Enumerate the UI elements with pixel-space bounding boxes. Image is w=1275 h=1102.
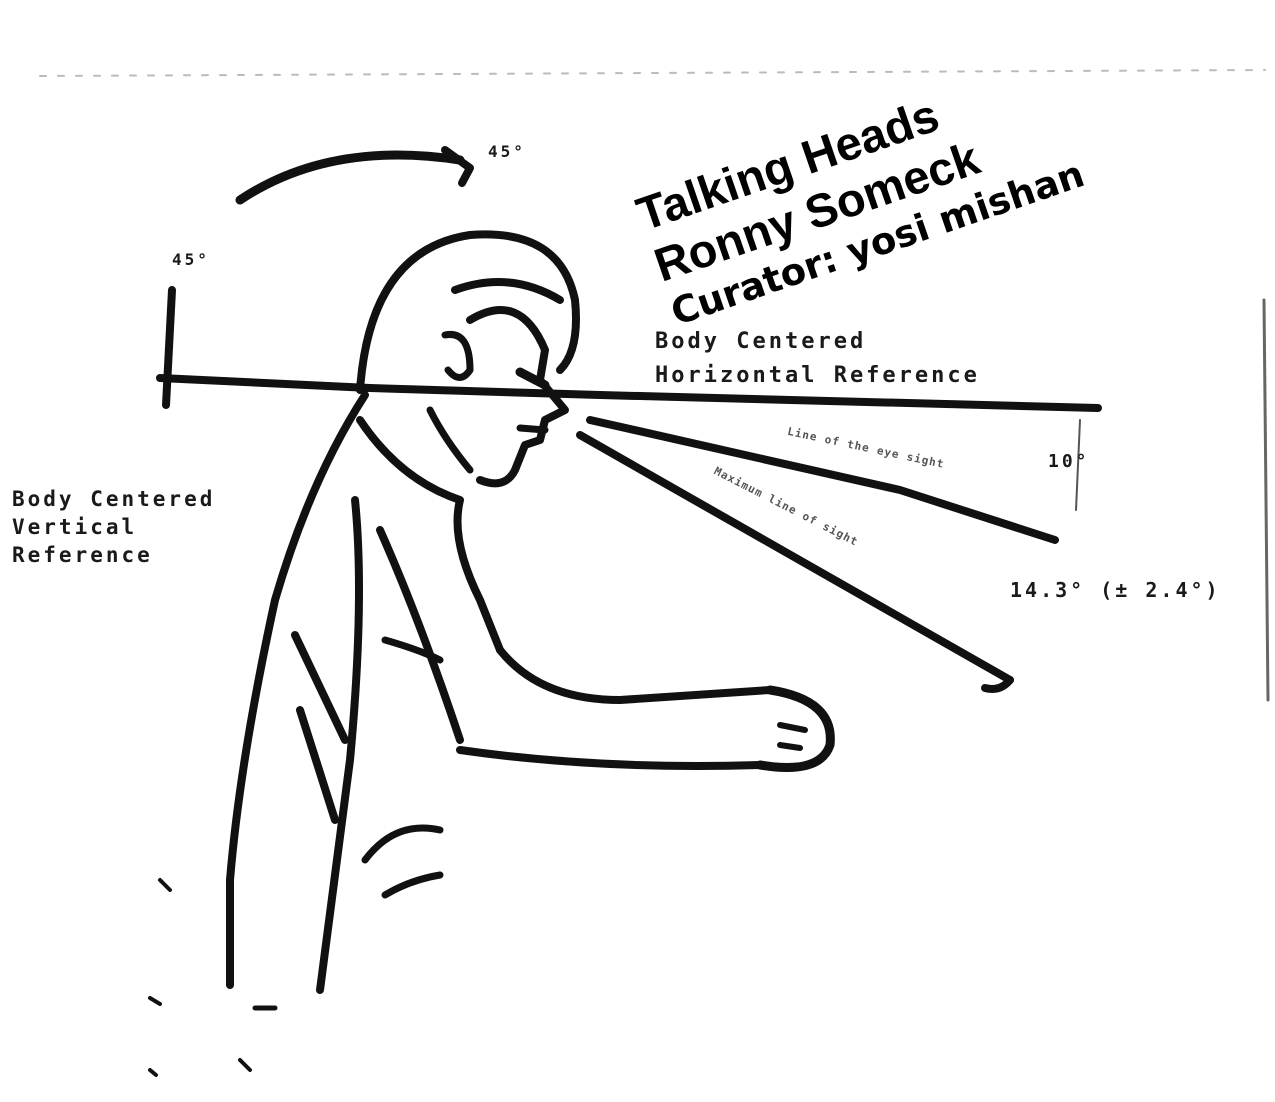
face-profile	[470, 310, 565, 483]
angle-label-10: 10°	[1048, 450, 1090, 474]
right-edge-line	[1264, 300, 1268, 700]
vertical-reference-label: Body Centered Vertical Reference	[12, 485, 215, 569]
arm-bottom	[460, 750, 760, 766]
jaw-line	[430, 410, 470, 470]
left-vertical-tick	[166, 290, 172, 405]
angle-label-left: 45°	[172, 248, 210, 272]
arc-arrowhead	[445, 150, 470, 183]
horizontal-reference-label: Body Centered Horizontal Reference	[655, 325, 980, 393]
angle-label-14: 14.3° (± 2.4°)	[1010, 578, 1221, 602]
max-sight-hook	[985, 680, 1010, 689]
shirt-fold-5	[385, 875, 440, 895]
shirt-fold-4	[365, 828, 440, 860]
front-torso	[320, 500, 359, 990]
fingers	[780, 725, 805, 748]
arm-top	[500, 650, 770, 700]
shirt-fold-2	[300, 710, 335, 820]
rotation-arc	[240, 155, 460, 200]
angle-label-top: 45°	[488, 140, 526, 164]
hair-line	[455, 282, 560, 300]
ear	[445, 334, 470, 377]
upper-arm	[380, 530, 460, 740]
mouth	[520, 428, 545, 430]
back-outline	[230, 395, 365, 985]
scan-speck-1	[150, 880, 250, 1075]
max-line-of-sight	[580, 435, 1010, 680]
